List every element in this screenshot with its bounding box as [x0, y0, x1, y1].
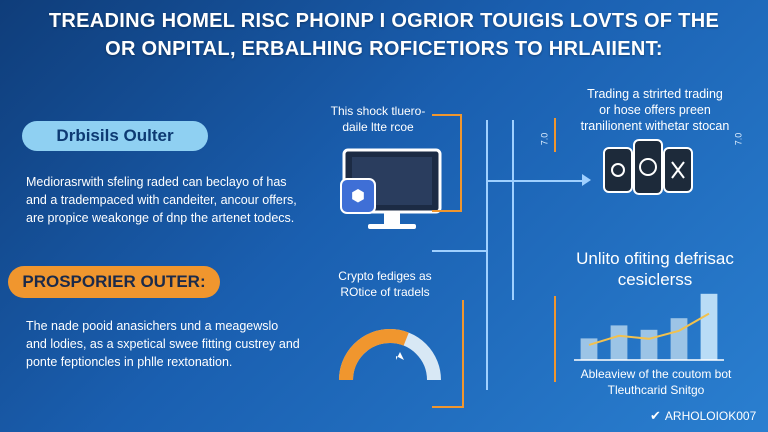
monitor-caption-line: This shock tluero-: [330, 104, 426, 118]
connector-line: [512, 120, 514, 300]
right-heading-line: cesiclerss: [617, 270, 693, 289]
phone-cards-icon: [603, 139, 693, 195]
connector-line: [432, 114, 462, 116]
section1-line: Mediorasrwith sfeling raded can beclayo …: [26, 175, 287, 189]
section-pill-label: Drbisils Oulter: [56, 126, 174, 145]
section-pill-prosporier-outer: PROSPORIER OUTER:: [8, 266, 220, 298]
bar-chart: [574, 293, 724, 361]
right-heading: Unlito ofiting defrisac cesiclerss: [560, 248, 750, 290]
brand-mark: ✔ ARHOLOIOK007: [650, 408, 756, 424]
chart-caption-line: Ableaview of the coutom bot: [580, 367, 732, 381]
chart-bar: [670, 318, 688, 360]
chart-bar: [700, 293, 718, 360]
crypto-badge-icon: ⬢: [340, 178, 376, 214]
connector-line: [554, 296, 556, 382]
connector-line: [462, 300, 464, 408]
connector-line: [486, 180, 586, 182]
trend-arrow-icon: [588, 312, 710, 346]
page-title-line-1: TREADING HOMEL RISC PHOINP I OGRIOR TOUI…: [48, 10, 720, 32]
section2-line: The nade pooid anasichers und a meagewsl…: [26, 319, 279, 333]
right-heading-line: Unlito ofiting defrisac: [576, 249, 734, 268]
arrow-head: [582, 174, 591, 186]
gauge-caption: Crypto fediges as ROtice of tradels: [322, 268, 448, 300]
chart-bar: [580, 338, 598, 360]
section-pill-drbisils-oulter: Drbisils Oulter: [22, 121, 208, 151]
right-top-caption-line: or hose offers preen: [599, 103, 711, 117]
section1-paragraph: Mediorasrwith sfeling raded can beclayo …: [26, 173, 326, 227]
right-top-caption-line: tranilionent withetar stocan: [580, 119, 730, 133]
connector-line: [432, 406, 464, 408]
connector-line: [554, 118, 556, 152]
right-top-caption: Trading a strirted trading or hose offer…: [560, 86, 750, 134]
connector-line: [432, 210, 462, 212]
chart-caption: Ableaview of the coutom bot Tleuthcarid …: [556, 366, 756, 398]
check-icon: ✔: [650, 408, 661, 423]
section1-line: are propice weakonge of dnp the artenet …: [26, 211, 295, 225]
gauge-fill: [339, 329, 409, 381]
monitor-caption: This shock tluero- daile ltte rcoe: [318, 103, 438, 135]
connector-line: [460, 116, 462, 212]
chart-bar: [640, 329, 658, 360]
brand-label: ARHOLOIOK007: [664, 409, 757, 423]
gauge-icon: [339, 329, 441, 381]
monitor-caption-line: daile ltte rcoe: [342, 120, 414, 134]
section2-paragraph: The nade pooid anasichers und a meagewsl…: [26, 317, 326, 371]
page-title-line-2: OR ONPITAL, ERBALHING ROFICETIORS TO HRL…: [105, 38, 663, 60]
section2-line: and lodies, as a sxpetical swee fitting …: [26, 337, 300, 351]
right-top-caption-line: Trading a strirted trading: [587, 87, 723, 101]
side-label: 7.0: [539, 132, 550, 146]
section2-line: ponte feptioncles in phlle rextonation.: [26, 355, 233, 369]
connector-line: [432, 250, 488, 252]
gauge-caption-line: Crypto fediges as: [338, 269, 432, 283]
chart-bar: [610, 325, 628, 360]
side-label: 7.0: [733, 132, 744, 146]
connector-line: [486, 120, 488, 390]
chart-caption-line: Tleuthcarid Snitgo: [607, 383, 705, 397]
section1-line: and a tradempaced with candeiter, ancour…: [26, 193, 297, 207]
section-pill-label: PROSPORIER OUTER:: [22, 272, 206, 291]
gauge-caption-line: ROtice of tradels: [340, 285, 430, 299]
